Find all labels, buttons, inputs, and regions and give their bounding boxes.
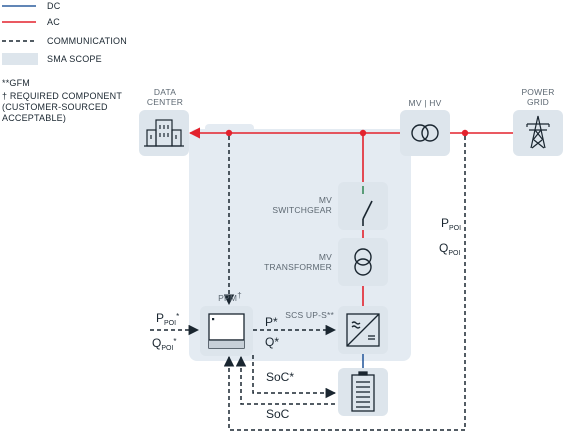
legend-dc-label: DC (47, 1, 61, 11)
data-center-node (139, 110, 189, 156)
power-grid-label-2: GRID (526, 97, 550, 107)
q-poi-measurement-label: QPOI (439, 241, 461, 257)
scs-label: SCS UP-S** (285, 310, 334, 320)
comm-soc-feedback (235, 355, 335, 405)
legend-scope-label: SMA SCOPE (47, 54, 102, 64)
q-setpoint-label: Q* (265, 335, 280, 349)
p-poi-setpoint-label: PPOI* (156, 311, 180, 327)
junction-dot-feeder (359, 129, 367, 137)
mv-switchgear-label-2: SWITCHGEAR (272, 205, 332, 215)
p-poi-measurement-label: PPOI (441, 216, 462, 232)
junction-dot-ppm (225, 129, 233, 137)
controller-icon (208, 313, 245, 349)
legend-required-note-3: ACCEPTABLE) (2, 113, 67, 123)
data-center-label-1: DATA (153, 87, 177, 97)
pylon-icon (526, 115, 550, 149)
mv-hv-transformer-node (400, 110, 450, 156)
battery-icon (351, 371, 375, 412)
mv-transformer-label-1: MV (318, 252, 332, 262)
scs-inverter-node (338, 306, 388, 354)
building-icon (144, 119, 184, 147)
legend-communication-label: COMMUNICATION (47, 36, 127, 46)
legend-required-note-1: † REQUIRED COMPONENT (2, 91, 123, 101)
mv-transformer-node (338, 238, 388, 286)
switch-icon (362, 186, 373, 226)
legend-scope-swatch (2, 53, 38, 65)
battery-node (338, 368, 388, 416)
ppm-label: PPM† (218, 291, 242, 303)
inverter-icon (346, 313, 380, 347)
mv-switchgear-node (338, 182, 388, 230)
data-center-label-2: CENTER (146, 97, 184, 107)
legend-required-note-2: (CUSTOMER-SOURCED (2, 102, 108, 112)
comm-poi-measurement (223, 136, 466, 431)
mv-switchgear-label-1: MV (318, 195, 332, 205)
soc-feedback-label: SoC (266, 407, 290, 421)
legend-gfm-note: **GFM (2, 78, 30, 88)
power-grid-label-1: POWER (521, 87, 555, 97)
transformer-icon (354, 248, 372, 276)
p-setpoint-label: P* (265, 315, 278, 329)
ppm-node (200, 306, 253, 356)
legend-ac-label: AC (47, 17, 60, 27)
q-poi-setpoint-label: QPOI* (152, 336, 177, 352)
power-grid-node (513, 110, 563, 156)
junction-dot-poi (461, 129, 469, 137)
mv-hv-label: MV | HV (408, 98, 442, 108)
soc-setpoint-label: SoC* (266, 370, 295, 384)
transformer-icon (411, 124, 439, 142)
comm-soc-setpoint (252, 355, 337, 399)
mv-transformer-label-2: TRANSFORMER (264, 262, 332, 272)
